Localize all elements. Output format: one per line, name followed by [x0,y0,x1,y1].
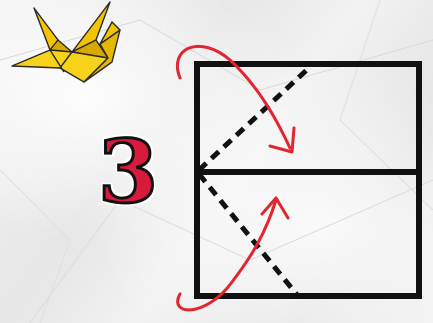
arrowhead-bottom-icon [262,198,288,218]
diagonal-fold-bottom [199,174,298,296]
paper-outline [197,64,419,296]
diagonal-fold-top [199,66,311,170]
